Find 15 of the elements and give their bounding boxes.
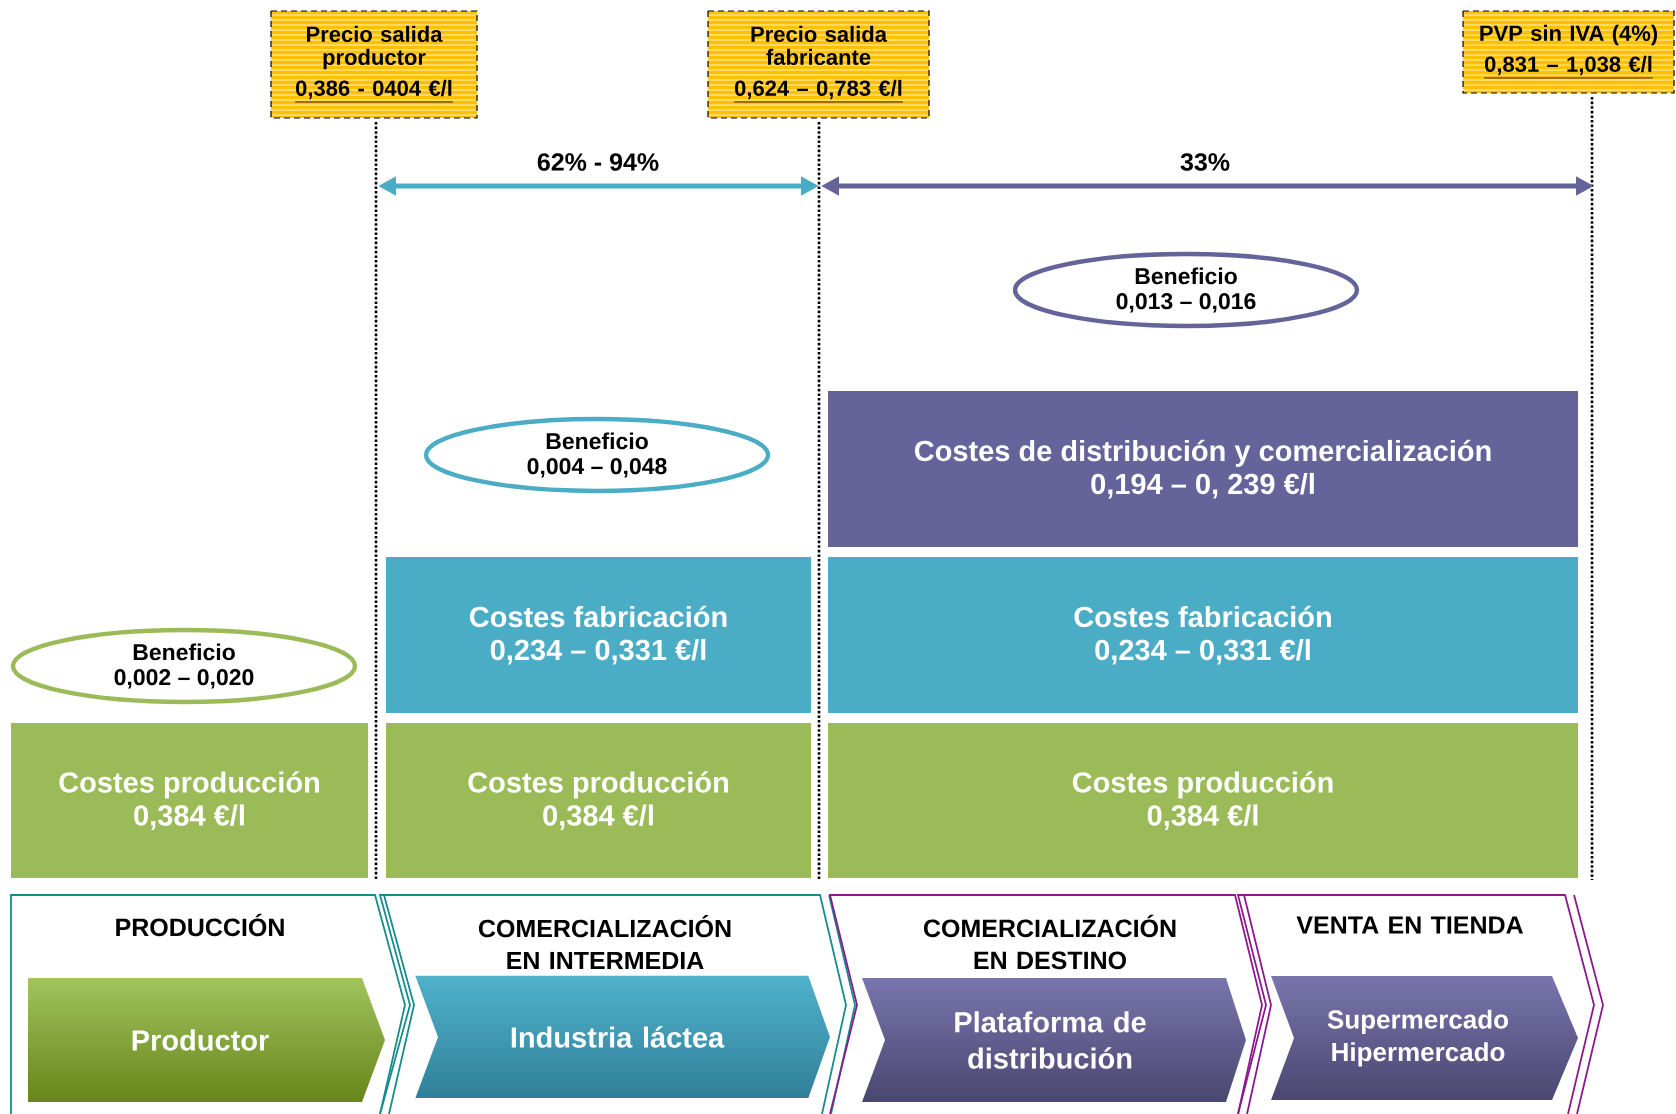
price-box: PVP sin IVA (4%) 0,831 – 1,038 €/l — [1462, 10, 1675, 94]
cost-box: Costes de distribución y comercialización 0,194 – 0, 239 €/l — [828, 391, 1578, 547]
dimension-label: 62% - 94% — [537, 153, 659, 171]
price-box: Precio salida productor 0,386 - 0404 €/l — [270, 10, 478, 119]
cost-box: Costes producción 0,384 €/l — [828, 723, 1578, 878]
cost-box: Costes fabricación 0,234 – 0,331 €/l — [386, 557, 811, 713]
dimension-label: 33% — [1180, 153, 1230, 171]
actor-chevron: Productor — [132, 1029, 269, 1051]
actor-chevron: Plataforma de distribución — [955, 1011, 1146, 1069]
actor-chevron: Supermercado Hipermercado — [1327, 1009, 1508, 1067]
actor-chevron: Industria láctea — [511, 1026, 725, 1048]
price-box: Precio salida fabricante 0,624 – 0,783 €/l — [707, 10, 930, 119]
cost-box: Costes fabricación 0,234 – 0,331 €/l — [828, 557, 1578, 713]
cost-box: Costes producción 0,384 €/l — [11, 723, 368, 878]
cost-box: Costes producción 0,384 €/l — [386, 723, 811, 878]
